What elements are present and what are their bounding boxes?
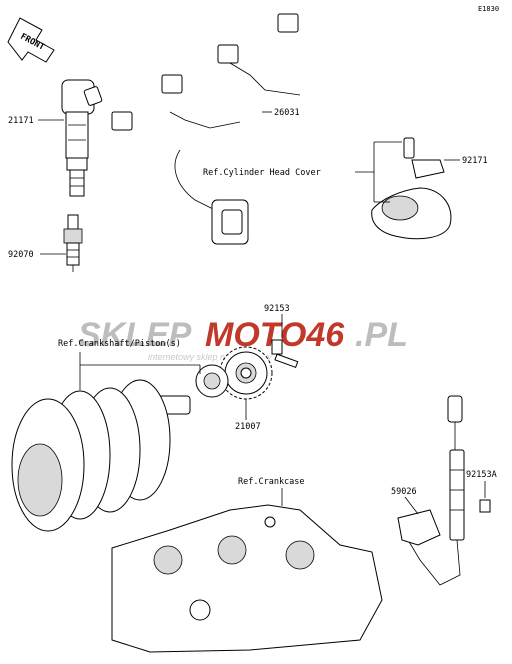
timing-rotor <box>219 346 273 400</box>
wiring-harness <box>111 13 322 245</box>
crankshaft <box>11 364 229 532</box>
label-wiring-harness: 26031 <box>274 108 300 118</box>
label-rotor: 21007 <box>235 422 261 432</box>
watermark-logo: SKLEP MOTO46 .PL internetowy sklep motoc… <box>78 316 408 362</box>
ref-crankcase: Ref.Crankcase <box>238 477 305 487</box>
label-sensor-bolt: 92153A <box>466 470 497 480</box>
crankcase <box>111 504 383 653</box>
front-arrow-icon: FRONT <box>7 17 55 63</box>
label-rotor-bolt: 92153 <box>264 304 290 314</box>
label-ignition-coil: 21171 <box>8 116 34 126</box>
ref-cylinder-head-cover: Ref.Cylinder Head Cover <box>203 168 321 178</box>
crankshaft-sensor <box>397 395 465 586</box>
ignition-coil <box>61 79 103 197</box>
svg-text:internetowy sklep motocyklowy: internetowy sklep motocyklowy <box>148 352 272 362</box>
spark-plug <box>63 214 83 272</box>
cylinder-head-cover-assembly <box>371 137 452 240</box>
rotor-bolt <box>271 339 299 368</box>
ref-crankshaft-piston: Ref.Crankshaft/Piston(s) <box>58 339 181 349</box>
sensor-bolt <box>479 499 491 513</box>
label-sensor: 59026 <box>391 487 417 497</box>
label-bolt-top: 92171 <box>462 156 488 166</box>
diagram-code: E1830 <box>478 5 499 13</box>
label-spark-plug: 92070 <box>8 250 34 260</box>
svg-text:SKLEP: SKLEP <box>78 316 192 354</box>
svg-text:.PL: .PL <box>355 316 408 354</box>
